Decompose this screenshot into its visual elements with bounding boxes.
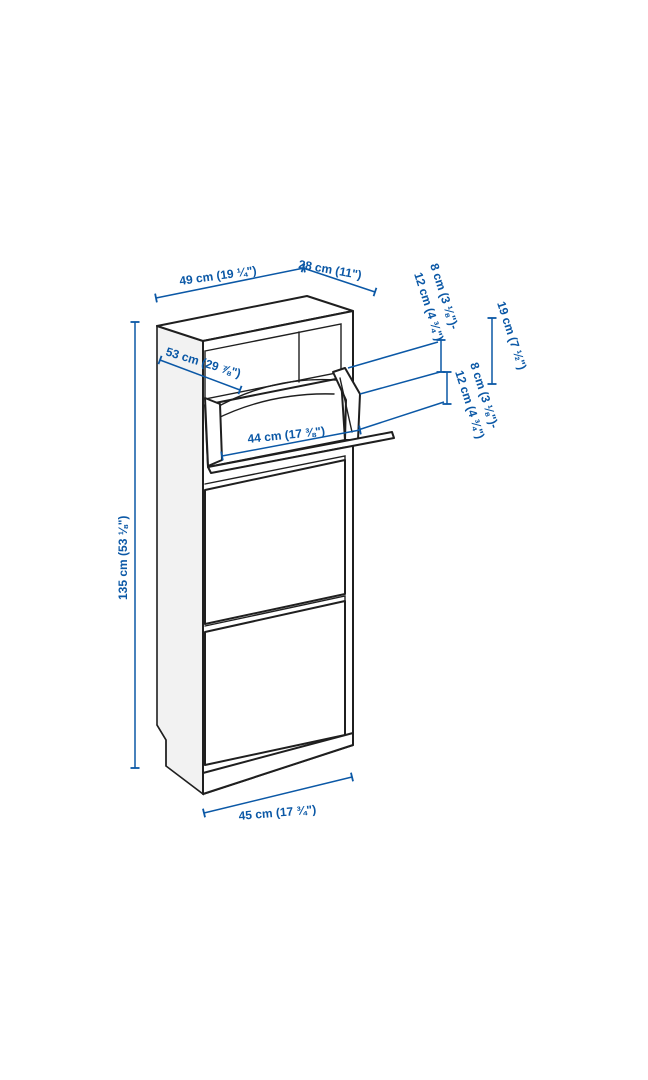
dim-leader-upper — [347, 341, 439, 369]
drawer-two-face — [204, 459, 346, 625]
dim-line-width-top — [154, 263, 306, 303]
dim-line-bottom-width — [202, 772, 354, 818]
drawer-left-bracket — [204, 397, 223, 467]
drawer-three-lip — [204, 595, 346, 627]
cabinet-foot-notch — [156, 724, 167, 767]
open-drawer-curve-inner — [213, 393, 335, 421]
label-right-total: 19 cm (7 ½") — [494, 300, 529, 372]
dim-leader-mid — [359, 371, 441, 395]
cabinet-drawing — [156, 295, 395, 796]
dim-line-inner-width — [220, 425, 362, 461]
label-depth-top: 28 cm (11") — [297, 257, 362, 282]
label-height: 135 cm (53 ⅛") — [116, 516, 130, 600]
dim-leader-lower — [357, 401, 445, 431]
label-bottom-width: 45 cm (17 ¾") — [238, 802, 317, 823]
drawer-hinge-detail — [339, 377, 353, 433]
dim-line-flap-depth — [157, 355, 243, 395]
drawer-three — [204, 595, 346, 766]
open-drawer-curve — [211, 378, 337, 411]
dimension-lines — [130, 263, 497, 818]
dim-line-depth-top — [300, 263, 378, 297]
label-width-top: 49 cm (19 ¼") — [178, 263, 257, 288]
cabinet-side-panel — [156, 324, 204, 796]
